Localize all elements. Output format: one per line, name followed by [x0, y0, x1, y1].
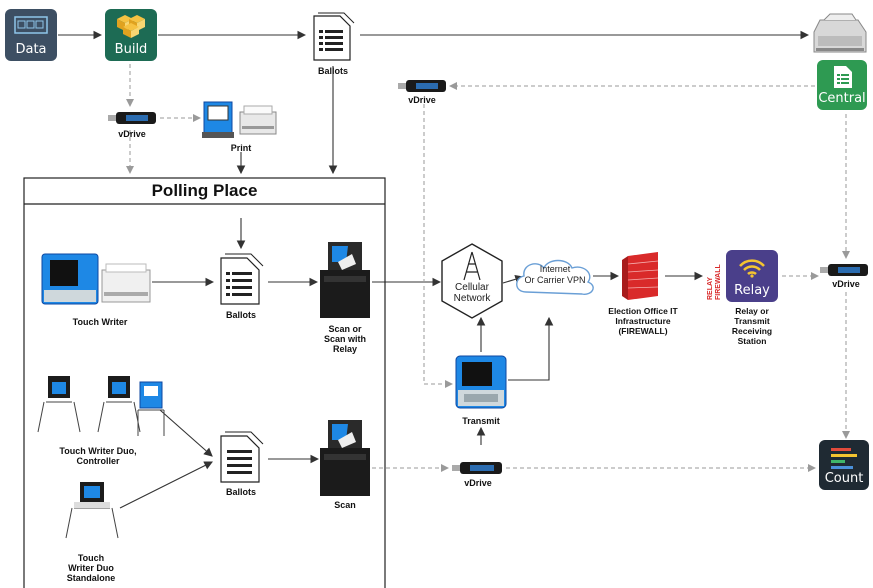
scan-relay-label: Scan or Scan with Relay	[318, 324, 372, 354]
cellular-network-hexagon	[441, 243, 503, 319]
count-tile-label: Count	[824, 471, 864, 486]
print-station-icon	[202, 101, 277, 138]
internet-vpn-line-2: Or Carrier VPN	[524, 275, 586, 285]
relay-station-line-4: Station	[737, 336, 767, 346]
relay-tile[interactable]: Relay	[726, 250, 778, 302]
bar-list-icon	[831, 448, 857, 469]
dash-vdrive-transmit	[423, 104, 453, 388]
tw-duo-standalone-label: Touch Writer Duo Standalone	[50, 553, 132, 583]
vdrive-bottom-label: vDrive	[464, 478, 492, 488]
firewall-line-3: (FIREWALL)	[618, 326, 668, 336]
data-tile-label: Data	[15, 42, 47, 57]
svg-text:RELAY: RELAY	[707, 277, 714, 300]
firewall-line-2: Infrastructure	[615, 316, 671, 326]
central-tile[interactable]: Central	[817, 60, 867, 110]
firewall-line-1: Election Office IT	[608, 306, 678, 316]
polling-place-title: Polling Place	[151, 181, 258, 200]
polling-place-box	[23, 177, 386, 588]
print-label: Print	[230, 143, 252, 153]
ballot-document-icon-mid	[220, 253, 264, 305]
tw-duo-controller-label: Touch Writer Duo, Controller	[50, 446, 146, 466]
ballot-document-icon-top	[313, 12, 355, 61]
ballots-mid-label: Ballots	[225, 310, 256, 320]
central-document-icon	[834, 66, 852, 88]
svg-text:FIREWALL: FIREWALL	[715, 264, 722, 300]
tw-duo-controller-line-1: Touch Writer Duo,	[59, 446, 137, 456]
ballot-document-icon-low	[220, 431, 264, 483]
build-tile-label: Build	[114, 42, 148, 57]
arrow-standalone-ballots	[119, 461, 213, 509]
ballot-scanner-box-icon-relay	[320, 242, 370, 318]
cell-tower-icon	[463, 251, 481, 281]
central-tile-label: Central	[818, 91, 866, 106]
touch-writer-label: Touch Writer	[72, 317, 128, 327]
tw-duo-standalone-line-2: Writer Duo	[68, 563, 114, 573]
relay-station-label: Relay or Transmit Receiving Station	[714, 306, 790, 346]
relay-station-line-3: Receiving	[731, 326, 773, 336]
transmit-label: Transmit	[462, 416, 500, 426]
vdrive-build-label: vDrive	[118, 129, 146, 139]
vdrive-central-label: vDrive	[408, 95, 436, 105]
relay-tile-label: Relay	[734, 283, 770, 298]
touch-writer-duo-standalone-icon	[65, 482, 119, 539]
cellular-line-1: Cellular	[455, 282, 489, 293]
internet-vpn-line-1: Internet	[539, 264, 571, 274]
ballots-low-label: Ballots	[225, 487, 256, 497]
count-tile[interactable]: Count	[819, 440, 869, 490]
transmit-device-icon	[455, 355, 507, 409]
usb-drive-icon-central	[398, 80, 446, 92]
tw-duo-controller-line-2: Controller	[76, 456, 120, 466]
cellular-network-label: Cellular Network	[446, 282, 498, 304]
data-tile[interactable]: Data	[5, 9, 57, 61]
cellular-line-2: Network	[453, 293, 491, 304]
scan-relay-line-3: Relay	[332, 344, 358, 354]
firewall-office-label: Election Office IT Infrastructure (FIREW…	[604, 306, 682, 336]
usb-drive-icon-bottom	[452, 462, 502, 474]
ballot-scanner-icon	[813, 13, 867, 53]
arrow-controller-ballots	[159, 409, 213, 457]
scan-label: Scan	[334, 500, 356, 510]
relay-station-line-1: Relay or	[735, 306, 769, 316]
cloud-icon	[516, 259, 594, 295]
vdrive-right-label: vDrive	[832, 279, 860, 289]
relay-station-line-2: Transmit	[734, 316, 770, 326]
scan-relay-line-2: Scan with	[323, 334, 366, 344]
tw-duo-standalone-line-3: Standalone	[66, 573, 116, 583]
relay-firewall-logo: RELAY FIREWALL	[707, 264, 722, 300]
ballot-scanner-box-icon	[320, 420, 370, 496]
usb-drive-icon-right	[820, 264, 868, 276]
arrow-transmit-cloud	[508, 316, 554, 381]
cubes-icon	[117, 15, 145, 38]
internet-vpn-label: Internet Or Carrier VPN	[516, 264, 594, 286]
firewall-icon	[622, 252, 659, 300]
scan-relay-line-1: Scan or	[328, 324, 362, 334]
wifi-signal-icon	[739, 259, 765, 278]
ballots-top-label: Ballots	[317, 66, 348, 76]
tw-duo-standalone-line-1: Touch	[77, 553, 105, 563]
touch-writer-icon	[41, 253, 151, 305]
build-tile[interactable]: Build	[105, 9, 157, 61]
usb-drive-icon-build	[108, 112, 156, 124]
server-rack-icon	[14, 16, 48, 34]
touch-writer-duo-controller-icon	[37, 376, 165, 436]
